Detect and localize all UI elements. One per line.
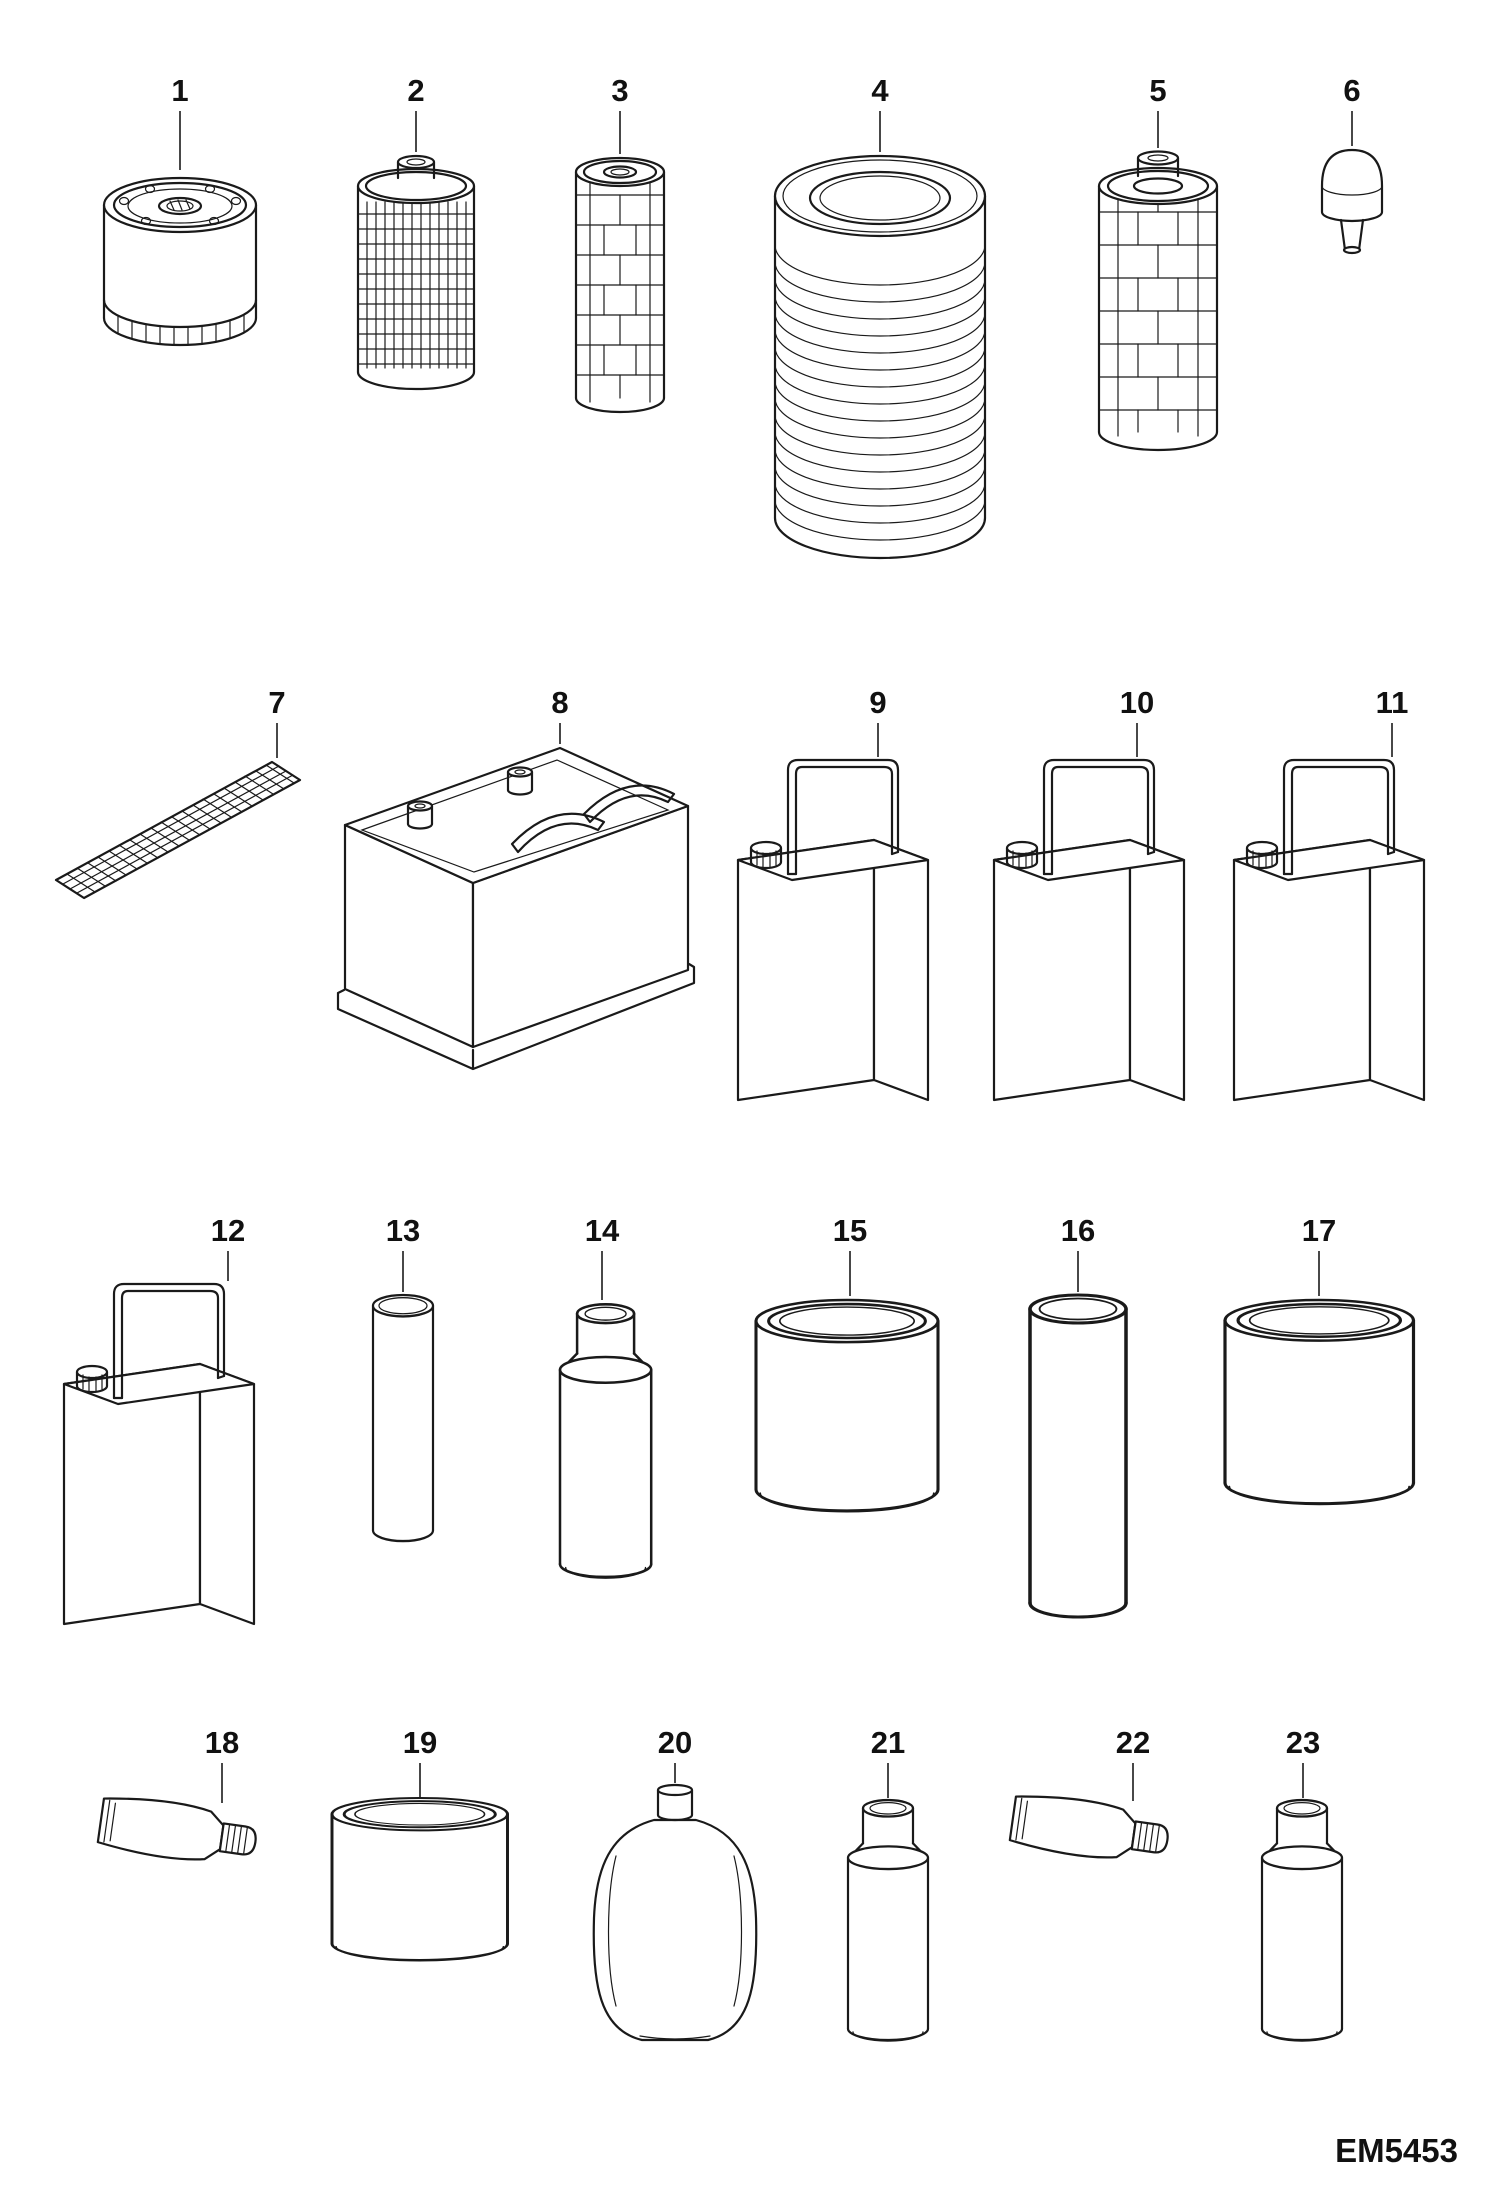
callout-6: 6 (1343, 73, 1360, 108)
bottle-icon (592, 1783, 758, 2042)
filter-cartridge-icon (574, 156, 666, 414)
part-22: 22 (1007, 1725, 1173, 1869)
part-10: 10 (992, 685, 1186, 1102)
part-16: 16 (1028, 1213, 1128, 1619)
callout-15: 15 (833, 1213, 867, 1248)
jerry-can-icon (992, 758, 1186, 1102)
squeeze-tube-icon (95, 1791, 261, 1871)
battery-handle (582, 784, 676, 824)
cartridge-tube-icon (1028, 1293, 1128, 1619)
squeeze-tube-icon (1007, 1789, 1173, 1869)
part-19: 19 (330, 1725, 509, 1963)
breather-cap-icon (1320, 148, 1384, 255)
paint-tin-icon (330, 1796, 509, 1963)
fuel-filter-element-icon (356, 154, 476, 391)
part-20: 20 (592, 1725, 758, 2042)
part-6: 6 (1320, 73, 1384, 255)
part-9: 9 (736, 685, 930, 1102)
part-13: 13 (371, 1213, 435, 1543)
part-14: 14 (558, 1213, 653, 1580)
callout-17: 17 (1302, 1213, 1336, 1248)
battery-terminal (406, 800, 434, 830)
battery-icon (336, 746, 696, 1071)
part-4: 4 (773, 73, 987, 560)
callout-23: 23 (1286, 1725, 1320, 1760)
callout-22: 22 (1116, 1725, 1150, 1760)
part-15: 15 (754, 1213, 940, 1514)
mesh-strip-icon (54, 760, 302, 900)
part-1: 1 (102, 73, 258, 347)
paint-tin-icon (754, 1298, 940, 1514)
spray-can-icon (558, 1303, 653, 1580)
callout-4: 4 (871, 73, 889, 108)
cartridge-tube-icon (371, 1293, 435, 1543)
air-filter-element-icon (773, 154, 987, 560)
callout-2: 2 (407, 73, 424, 108)
callout-14: 14 (585, 1213, 620, 1248)
callout-8: 8 (551, 685, 568, 720)
battery-terminal (506, 766, 534, 796)
oil-filter-icon (102, 176, 258, 347)
callout-9: 9 (869, 685, 886, 720)
callout-1: 1 (171, 73, 188, 108)
callout-10: 10 (1120, 685, 1154, 720)
callout-5: 5 (1149, 73, 1166, 108)
jerry-can-icon (62, 1282, 256, 1626)
part-3: 3 (574, 73, 666, 414)
callout-18: 18 (205, 1725, 239, 1760)
battery-handle (510, 812, 606, 854)
callout-11: 11 (1376, 685, 1409, 720)
callout-7: 7 (268, 685, 285, 720)
spray-can-icon (1260, 1798, 1344, 2043)
callout-12: 12 (211, 1213, 245, 1248)
part-2: 2 (356, 73, 476, 391)
paint-tin-icon (1223, 1298, 1416, 1507)
part-23: 23 (1260, 1725, 1344, 2043)
filter-cartridge-icon (1097, 150, 1219, 452)
callout-21: 21 (871, 1725, 905, 1760)
part-11: 11 (1232, 685, 1426, 1102)
callout-16: 16 (1061, 1213, 1095, 1248)
part-5: 5 (1097, 73, 1219, 452)
callout-19: 19 (403, 1725, 437, 1760)
callout-3: 3 (611, 73, 628, 108)
part-17: 17 (1223, 1213, 1416, 1507)
spray-can-icon (846, 1798, 930, 2043)
jerry-can-icon (1232, 758, 1426, 1102)
part-12: 12 (62, 1213, 256, 1626)
part-8: 8 (336, 685, 696, 1071)
figure-code: EM5453 (1335, 2132, 1458, 2169)
part-7: 7 (54, 685, 302, 900)
jerry-can-icon (736, 758, 930, 1102)
part-21: 21 (846, 1725, 930, 2043)
part-18: 18 (95, 1725, 261, 1871)
callout-13: 13 (386, 1213, 420, 1248)
callout-20: 20 (658, 1725, 692, 1760)
